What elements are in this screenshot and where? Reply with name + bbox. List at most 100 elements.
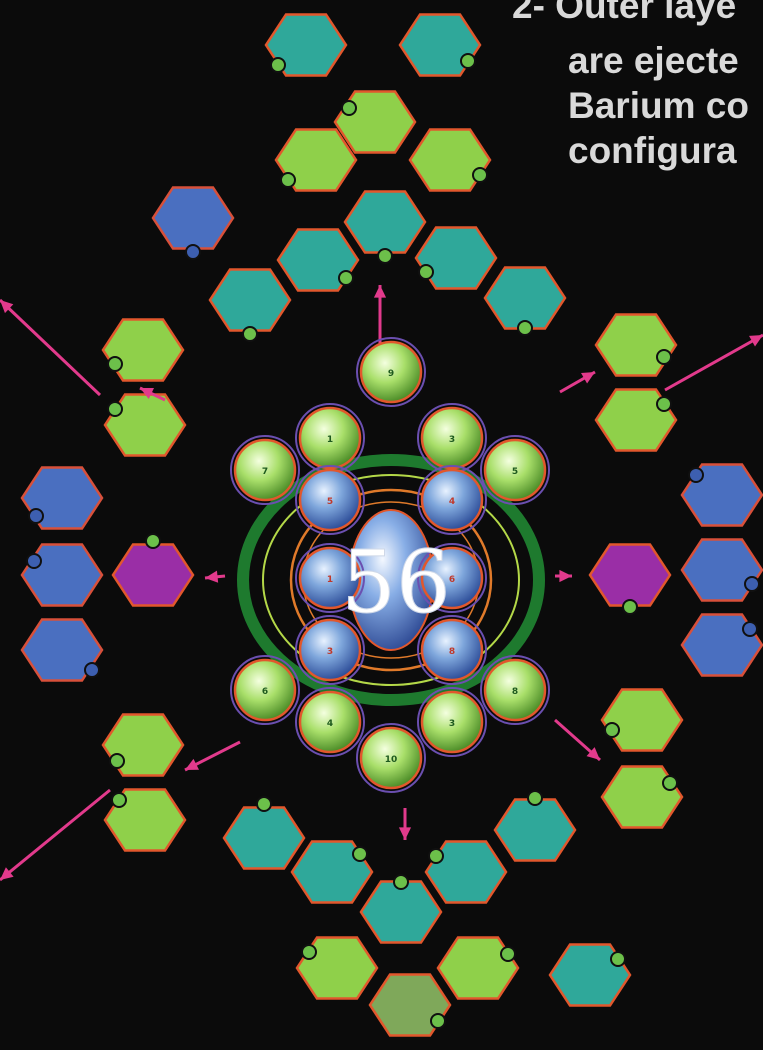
electron-dot <box>431 1014 445 1028</box>
nucleon-sphere: 1 <box>296 404 364 472</box>
electron-dot <box>353 847 367 861</box>
ejected-particle-hex <box>278 230 358 291</box>
ejected-particle-hex <box>105 790 185 851</box>
ejection-arrow <box>374 285 386 345</box>
ejected-particle-hex <box>596 315 676 376</box>
electron-dot <box>657 350 671 364</box>
nucleon-number: 5 <box>327 497 333 507</box>
ejected-particle-hex <box>550 945 630 1006</box>
nucleon-sphere: 8 <box>481 656 549 724</box>
electron-dot <box>108 402 122 416</box>
ejected-particle-hex <box>224 797 304 869</box>
caption-line-2: are ejecte <box>568 41 739 81</box>
ejected-particle-hex <box>335 92 415 153</box>
caption-line-1: 2- Outer laye <box>512 0 736 26</box>
ejected-particle-hex <box>596 390 676 451</box>
nucleon-number: 10 <box>385 755 398 765</box>
electron-dot <box>501 947 515 961</box>
nucleon-number: 4 <box>449 497 455 507</box>
nucleon-number: 3 <box>327 647 333 657</box>
nucleon-sphere: 4 <box>418 466 486 534</box>
ejected-particle-hex <box>602 767 682 828</box>
nucleon-sphere: 3 <box>418 404 486 472</box>
electron-dot <box>689 468 703 482</box>
ejected-particle-hex <box>416 228 496 289</box>
ejected-particle-hex <box>266 15 346 76</box>
electron-dot <box>743 622 757 636</box>
ejected-particle-hex <box>22 468 102 529</box>
electron-dot <box>473 168 487 182</box>
caption-text: 2- Outer laye are ejecte Barium co confi… <box>512 0 763 190</box>
nucleon-number: 6 <box>262 687 268 697</box>
ejected-particle-hex <box>410 130 490 191</box>
electron-dot <box>611 952 625 966</box>
ejection-arrow <box>555 720 600 760</box>
electron-dot <box>27 554 41 568</box>
electron-dot <box>110 754 124 768</box>
electron-dot <box>461 54 475 68</box>
electron-dot <box>271 58 285 72</box>
ejected-particle-hex <box>292 842 372 903</box>
electron-dot <box>112 793 126 807</box>
electron-dot <box>429 849 443 863</box>
nucleon-sphere: 4 <box>296 688 364 756</box>
nucleon-number: 5 <box>512 467 518 477</box>
ejection-arrow <box>185 742 240 770</box>
ejection-arrow <box>0 790 110 880</box>
nucleon-number: 9 <box>388 369 394 379</box>
electron-dot <box>339 271 353 285</box>
electron-dot <box>745 577 759 591</box>
ejected-particle-hex <box>113 534 193 606</box>
electron-dot <box>186 245 200 259</box>
electron-dot <box>302 945 316 959</box>
electron-dot <box>257 797 271 811</box>
electron-dot <box>605 723 619 737</box>
ejection-arrow <box>399 808 411 840</box>
nucleon-sphere: 3 <box>418 688 486 756</box>
electron-dot <box>108 357 122 371</box>
ejected-particle-hex <box>103 320 183 381</box>
ejected-particle-hex <box>495 791 575 861</box>
electron-dot <box>342 101 356 115</box>
nucleon-number: 8 <box>449 647 455 657</box>
electron-dot <box>657 397 671 411</box>
ejection-arrow <box>665 335 763 390</box>
nucleon-number: 8 <box>512 687 518 697</box>
electron-dot <box>623 600 637 614</box>
ejected-particle-hex <box>361 875 441 943</box>
ejected-particle-hex <box>103 715 183 776</box>
ejection-arrow <box>0 300 100 395</box>
electron-dot <box>85 663 99 677</box>
ejection-arrow <box>205 571 225 583</box>
atomic-number-56: 56 <box>341 533 450 633</box>
electron-dot <box>29 509 43 523</box>
ejected-particle-hex <box>590 545 670 615</box>
ejected-particle-hex <box>438 938 518 999</box>
electron-dot <box>419 265 433 279</box>
nucleon-number: 4 <box>327 719 333 729</box>
electron-dot <box>243 327 257 341</box>
electron-dot <box>281 173 295 187</box>
electron-dot <box>378 249 392 263</box>
nucleon-sphere: 10 <box>357 724 425 792</box>
electron-dot <box>518 321 532 335</box>
ejected-particle-hex <box>153 188 233 260</box>
ejected-particle-hex <box>22 545 102 606</box>
electron-dot <box>394 875 408 889</box>
electron-dot <box>663 776 677 790</box>
nucleon-sphere: 6 <box>231 656 299 724</box>
caption-line-4: configura <box>568 131 737 171</box>
nucleon-sphere: 5 <box>296 466 364 534</box>
ejected-particle-hex <box>602 690 682 751</box>
caption-line-3: Barium co <box>568 86 749 126</box>
ejected-particle-hex <box>22 620 102 681</box>
ejected-particle-hex <box>400 15 480 76</box>
electron-dot <box>146 534 160 548</box>
ejection-arrow <box>560 372 595 392</box>
ejected-particle-hex <box>297 938 377 999</box>
ejected-particle-hex <box>105 395 185 456</box>
nucleon-number: 3 <box>449 719 455 729</box>
nucleon-sphere: 9 <box>357 338 425 406</box>
ejected-particle-hex <box>370 975 450 1036</box>
electron-dot <box>528 791 542 805</box>
